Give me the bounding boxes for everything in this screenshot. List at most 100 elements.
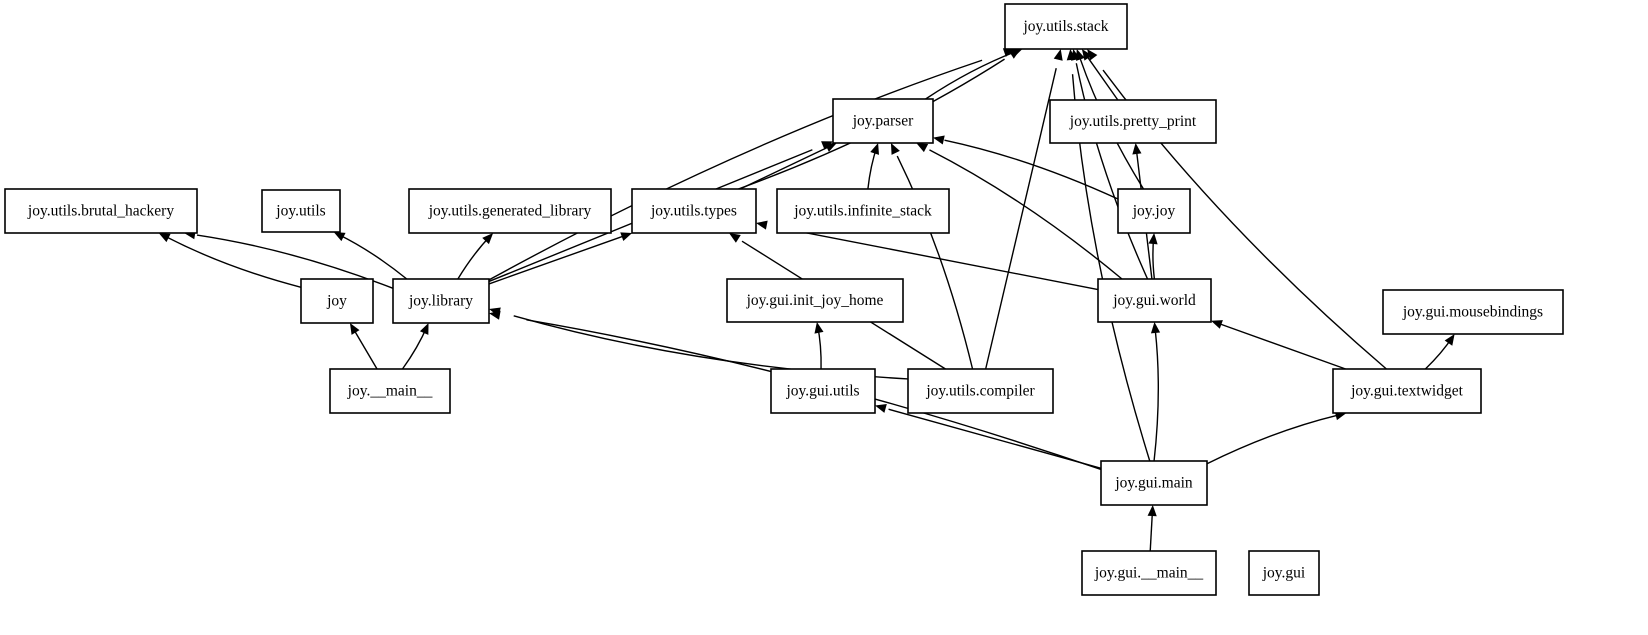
graph-node-joy-utils-stack[interactable]: joy.utils.stack	[1004, 3, 1128, 50]
graph-node-joy---main--[interactable]: joy.__main__	[329, 368, 451, 414]
node-box[interactable]	[4, 188, 198, 234]
edge-arrowhead	[1147, 505, 1157, 517]
graph-edge	[349, 323, 378, 370]
node-box[interactable]	[776, 188, 950, 234]
graph-node-joy-utils-pretty-print[interactable]: joy.utils.pretty_print	[1049, 99, 1217, 144]
graph-node-joy-gui-world[interactable]: joy.gui.world	[1097, 278, 1212, 323]
node-label: joy.gui.init_joy_home	[746, 292, 884, 309]
edge-arrowhead	[814, 322, 824, 334]
node-label: joy.utils.compiler	[925, 383, 1035, 400]
graph-node-joy-utils-compiler[interactable]: joy.utils.compiler	[907, 368, 1054, 414]
graph-edge	[1211, 320, 1346, 370]
edge-arrowhead	[1444, 334, 1455, 346]
graph-node-joy-library[interactable]: joy.library	[392, 278, 490, 324]
edge-line	[338, 233, 408, 280]
node-label: joy.parser	[852, 113, 914, 130]
edge-line	[488, 59, 983, 281]
node-label: joy	[326, 293, 347, 310]
node-label: joy.gui	[1262, 565, 1306, 582]
graph-node-joy-utils-types[interactable]: joy.utils.types	[631, 188, 757, 234]
graph-node-joy-gui-main[interactable]: joy.gui.main	[1100, 460, 1208, 506]
edge-arrowhead	[333, 232, 346, 242]
node-label: joy.utils.stack	[1022, 18, 1108, 35]
graph-node-joy-gui-textwidget[interactable]: joy.gui.textwidget	[1332, 368, 1482, 414]
node-label: joy.utils	[275, 203, 325, 220]
node-box[interactable]	[1248, 550, 1320, 596]
node-label: joy.utils.pretty_print	[1069, 113, 1197, 130]
graph-edge	[890, 143, 974, 370]
node-box[interactable]	[770, 368, 876, 414]
graph-edge	[756, 220, 1099, 291]
edge-line	[925, 50, 1017, 100]
edge-line	[1218, 322, 1346, 370]
node-box[interactable]	[1382, 289, 1564, 335]
node-box[interactable]	[1117, 188, 1191, 234]
node-box[interactable]	[392, 278, 490, 324]
node-label: joy.__main__	[347, 383, 433, 400]
edge-arrowhead	[729, 233, 741, 243]
node-box[interactable]	[907, 368, 1054, 414]
edge-arrowhead	[1148, 233, 1158, 245]
node-box[interactable]	[300, 278, 374, 324]
edge-line	[488, 235, 624, 285]
edge-line	[1153, 330, 1159, 462]
edge-arrowhead	[1150, 322, 1161, 334]
graph-node-joy-gui-utils[interactable]: joy.gui.utils	[770, 368, 876, 414]
node-label: joy.gui.utils	[785, 383, 859, 400]
graph-edge	[867, 143, 879, 190]
node-box[interactable]	[261, 189, 341, 233]
edge-line	[896, 155, 974, 370]
node-label: joy.gui.world	[1112, 292, 1196, 309]
node-label: joy.gui.textwidget	[1350, 383, 1463, 400]
edge-arrowhead	[419, 323, 429, 335]
node-label: joy.library	[408, 293, 473, 310]
edge-arrowhead	[489, 310, 501, 320]
graph-node-joy-utils-infinite-stack[interactable]: joy.utils.infinite_stack	[776, 188, 950, 234]
nodes-layer: joy.utils.stack joy.parser joy.utils.prett…	[4, 3, 1564, 596]
node-box[interactable]	[329, 368, 451, 414]
node-box[interactable]	[1100, 460, 1208, 506]
edge-arrowhead	[1087, 49, 1098, 61]
graph-node-joy-utils-generated-library[interactable]: joy.utils.generated_library	[408, 188, 612, 234]
graph-node-joy-gui-mousebindings[interactable]: joy.gui.mousebindings	[1382, 289, 1564, 335]
edge-arrowhead	[875, 403, 887, 413]
graph-edge	[925, 48, 1023, 100]
graph-node-joy-gui[interactable]: joy.gui	[1248, 550, 1320, 596]
node-label: joy.utils.types	[650, 203, 737, 220]
graph-node-joy[interactable]: joy	[300, 278, 374, 324]
node-label: joy.joy	[1132, 203, 1176, 220]
node-box[interactable]	[1332, 368, 1482, 414]
node-box[interactable]	[631, 188, 757, 234]
graph-edge	[488, 232, 633, 285]
edge-arrowhead	[1053, 49, 1063, 61]
graph-edge	[1081, 49, 1119, 101]
edge-arrowhead	[349, 323, 360, 335]
node-box[interactable]	[1097, 278, 1212, 323]
graph-node-joy-gui---main--[interactable]: joy.gui.__main__	[1081, 550, 1217, 596]
graph-edge	[933, 135, 1119, 200]
node-box[interactable]	[408, 188, 612, 234]
node-box[interactable]	[1004, 3, 1128, 50]
edge-arrowhead	[933, 135, 945, 145]
graph-edge	[984, 49, 1063, 370]
edge-line	[1083, 51, 1119, 101]
graph-node-joy-parser[interactable]: joy.parser	[832, 98, 934, 144]
edge-arrowhead	[1066, 49, 1076, 61]
node-label: joy.utils.infinite_stack	[793, 203, 932, 220]
graph-edge	[401, 323, 429, 370]
edge-arrowhead	[870, 143, 879, 155]
edge-arrowhead	[1132, 143, 1142, 155]
edge-line	[984, 68, 1057, 370]
edge-arrowhead	[1211, 320, 1223, 329]
node-box[interactable]	[1049, 99, 1217, 144]
node-box[interactable]	[726, 278, 904, 323]
graph-node-joy-gui-init-joy-home[interactable]: joy.gui.init_joy_home	[726, 278, 904, 323]
edge-arrowhead	[158, 233, 171, 243]
graph-edge	[1424, 334, 1455, 370]
node-box[interactable]	[832, 98, 934, 144]
graph-node-joy-utils[interactable]: joy.utils	[261, 189, 341, 233]
graph-node-joy-joy[interactable]: joy.joy	[1117, 188, 1191, 234]
graph-node-joy-utils-brutal-hackery[interactable]: joy.utils.brutal_hackery	[4, 188, 198, 234]
node-box[interactable]	[1081, 550, 1217, 596]
